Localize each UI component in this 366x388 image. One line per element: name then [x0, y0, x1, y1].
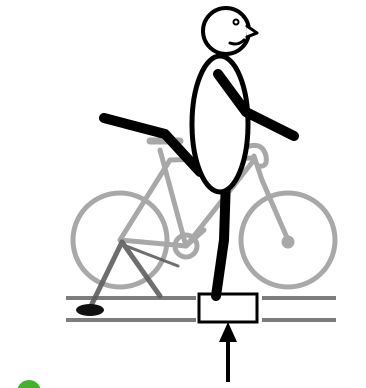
figure-standing-leg [216, 178, 226, 296]
figure-raised-leg [104, 118, 200, 172]
trainer-foot-pad [76, 304, 104, 316]
arrow-up-icon [219, 322, 237, 382]
figure-head [203, 8, 249, 54]
frame-seatstay [120, 160, 170, 240]
step-block [199, 294, 257, 322]
green-dot-icon [17, 380, 41, 388]
figure-nose [247, 26, 257, 37]
